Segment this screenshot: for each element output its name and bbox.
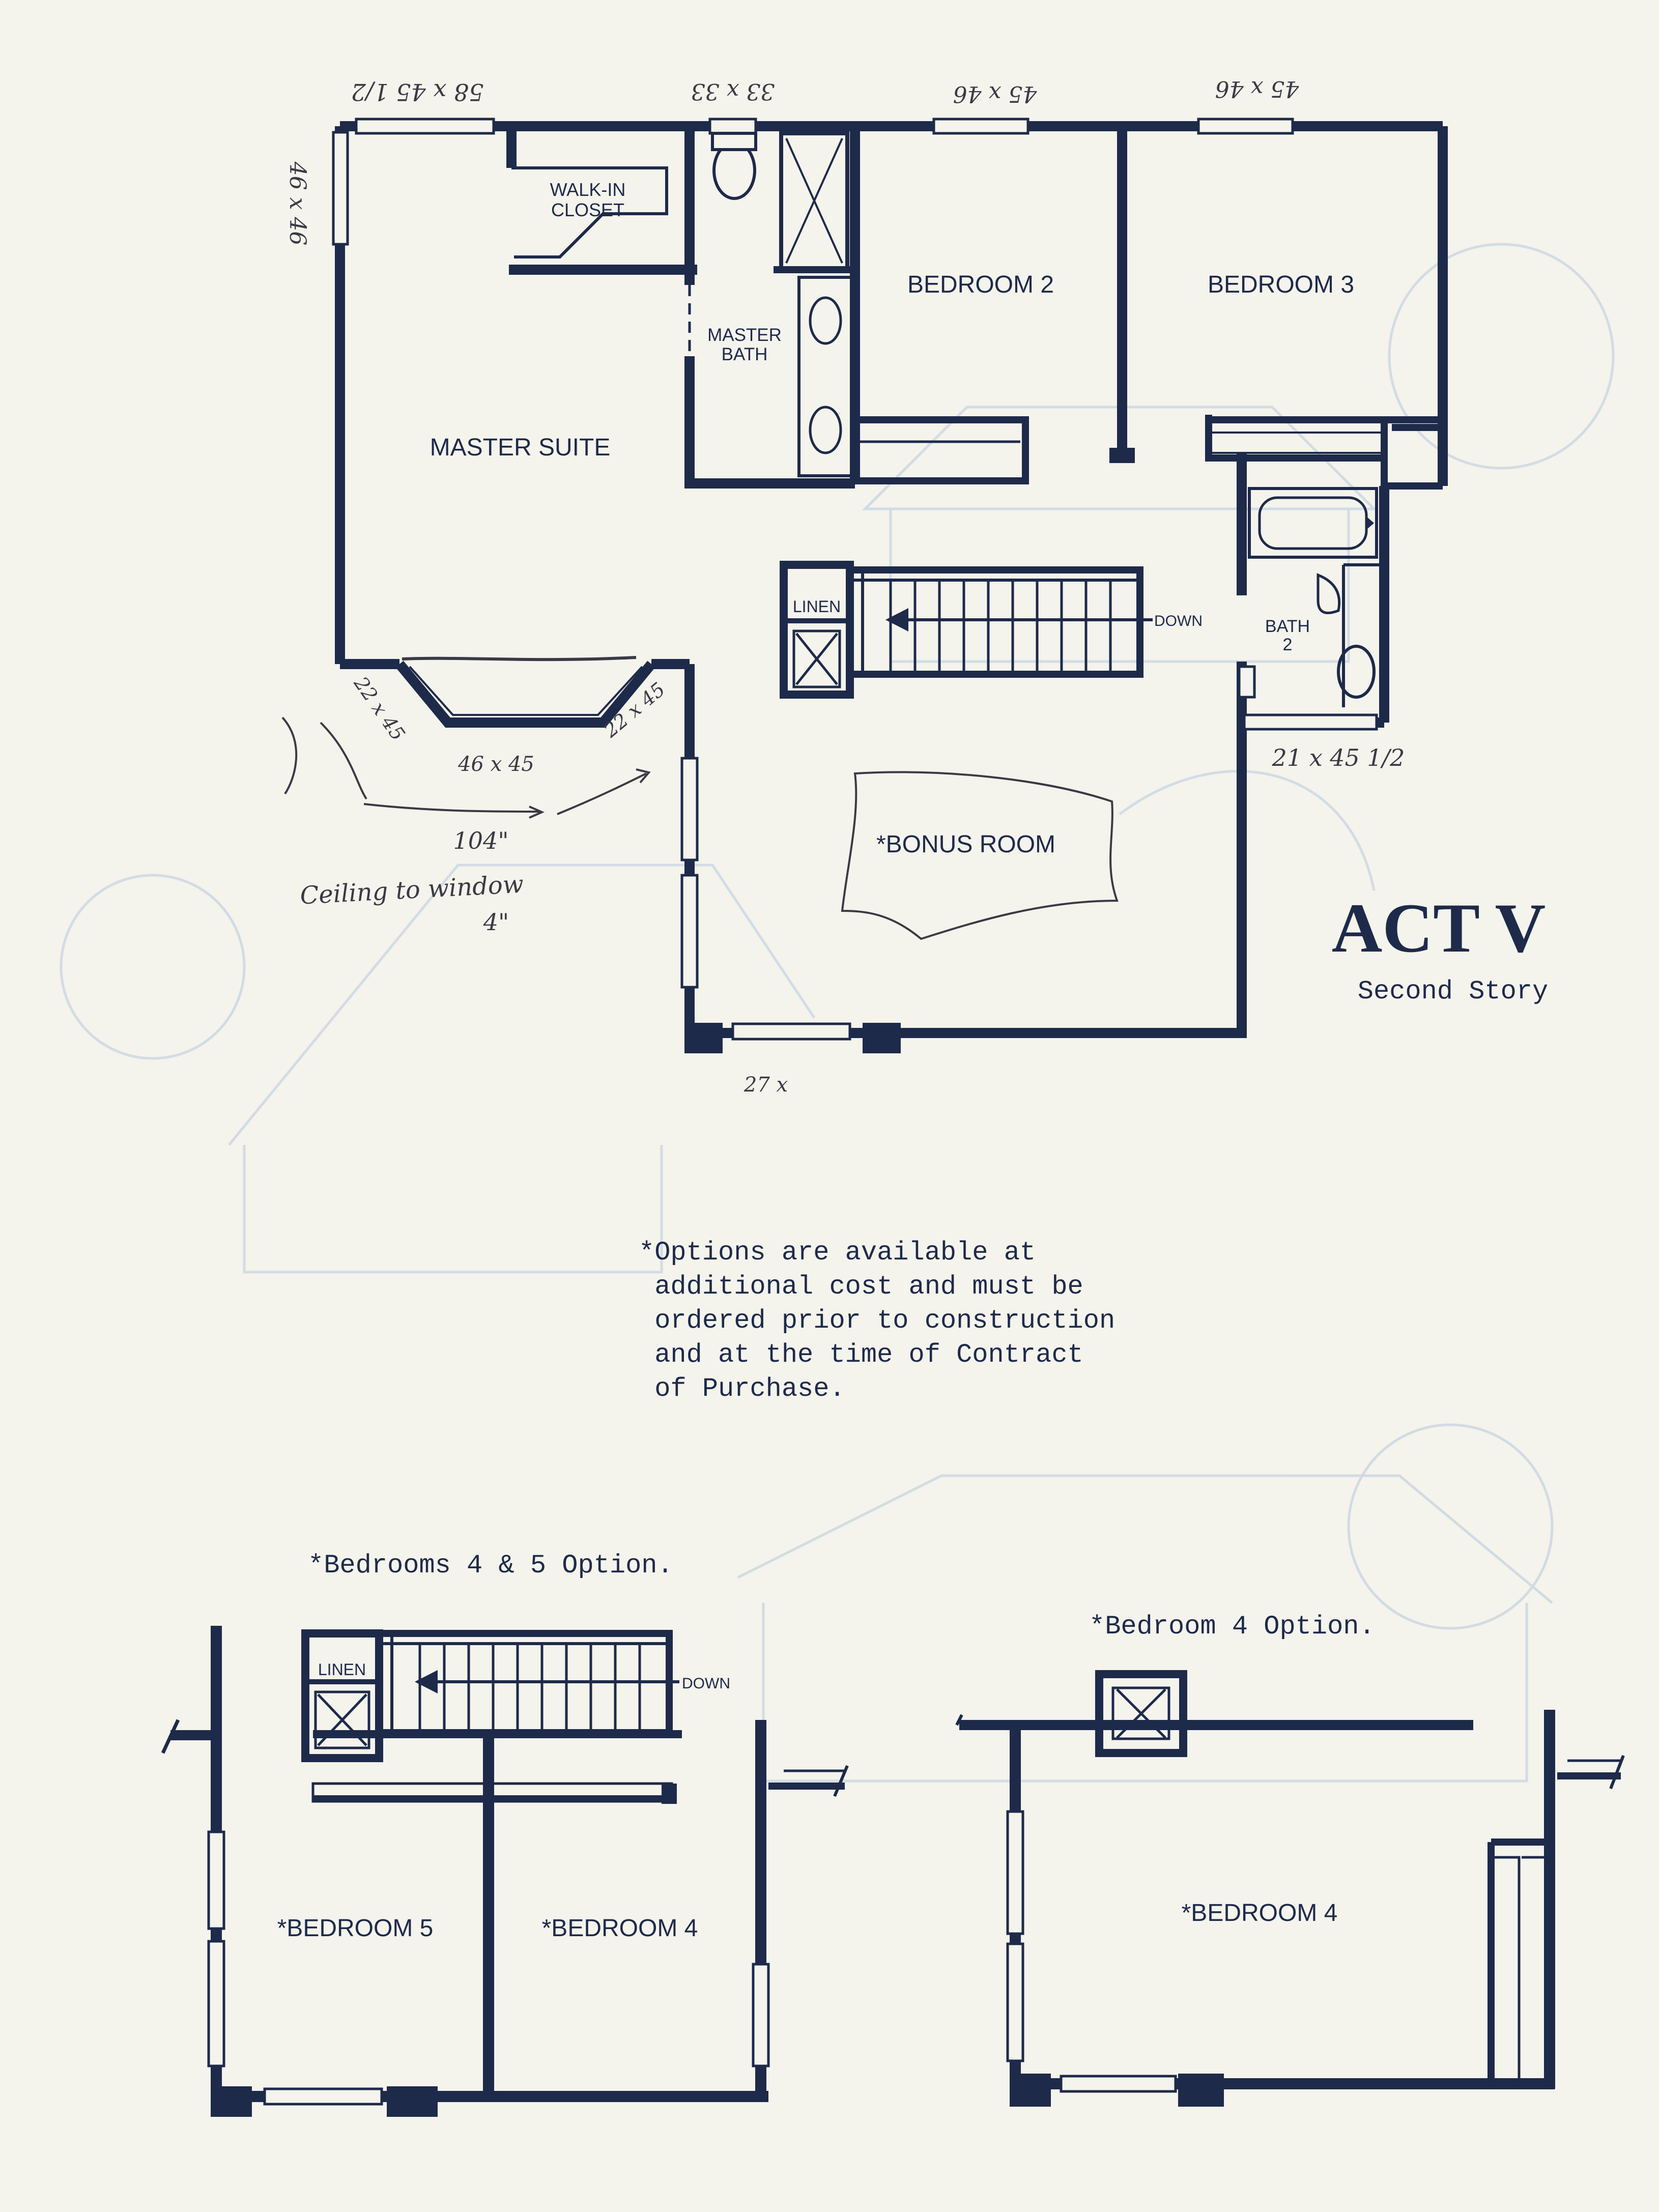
dim-master-window: 58 x 45 1/2 [351,78,484,106]
bedroom-3-label: BEDROOM 3 [1208,271,1354,298]
master-bath-label-2: BATH [722,344,768,364]
bonus-room-pencil-outline [841,771,1119,940]
option-a-plan [161,1626,849,2117]
closet-walls [506,128,697,275]
ceiling-note: Ceiling to window [299,870,524,910]
main-staircase [846,566,1153,678]
option-a-labels: LINEN DOWN *BEDROOM 5 *BEDROOM 4 [277,1660,730,1942]
options-note-line: of Purchase. [639,1374,845,1404]
dim-bedroom3-window: 45 x 46 [1215,76,1300,102]
dim-side-window: 46 x 46 [284,161,310,246]
bath2-toilet-icon [1337,645,1376,699]
dim-bedroom2-window: 45 x 46 [953,81,1038,107]
bath-2-label: BATH [1265,617,1310,636]
options-note-line: ordered prior to construction [639,1306,1115,1336]
down-label: DOWN [1154,613,1203,629]
master-vanity [797,276,854,477]
handwritten-arrows [281,716,651,819]
option-a-bedroom-4-label: *BEDROOM 4 [542,1915,698,1942]
walk-in-closet-label: WALK-IN [550,179,626,200]
bottom-mark: 27 x [743,1073,788,1097]
option-b-bedroom-4-label: *BEDROOM 4 [1182,1900,1338,1927]
bay-total-note: 104" [453,827,509,854]
option-b-plan [955,1670,1625,2107]
dim-bath-window: 33 x 33 [691,78,775,104]
dim-bay-left: 22 x 45 [349,672,409,745]
master-bath-label: MASTER [707,325,782,345]
bathtub-icon [1248,487,1378,559]
brand-title: ACT V [1332,889,1546,967]
option-a-caption: *Bedrooms 4 & 5 Option. [308,1550,673,1581]
options-note-line: and at the time of Contract [639,1340,1083,1370]
sink-icon [809,406,842,454]
options-note-line: additional cost and must be [639,1272,1083,1302]
bath2-walls [1237,453,1389,728]
bath-2-label-2: 2 [1283,635,1293,654]
bonus-room-label: *BONUS ROOM [876,831,1055,858]
brand-subtitle: Second Story [1358,976,1548,1007]
option-a-down-label: DOWN [682,1675,730,1692]
options-note: *Options are available at additional cos… [639,1238,1115,1404]
bedroom2-closet [851,416,1029,484]
linen-label: LINEN [793,597,841,616]
main-floor-plan [332,118,1448,1053]
options-note-line: *Options are available at [639,1238,1036,1268]
dim-bay-center: 46 x 45 [457,753,534,776]
option-a-linen-label: LINEN [318,1660,366,1679]
master-suite-label: MASTER SUITE [430,434,611,461]
dim-bath2-window: 21 x 45 1/2 [1272,744,1405,771]
room-labels: WALK-IN CLOSET MASTER SUITE MASTER BATH … [430,179,1354,858]
walk-in-closet-label-2: CLOSET [551,199,624,220]
bath2-vanity [1342,563,1384,707]
bedroom-2-label: BEDROOM 2 [907,271,1054,298]
option-a-bedroom-5-label: *BEDROOM 5 [277,1915,434,1942]
bedroom3-closet [1205,415,1443,490]
bay-window [395,660,655,728]
option-b-caption: *Bedroom 4 Option. [1089,1612,1375,1642]
ceiling-value: 4" [483,908,509,936]
sink-icon [809,296,842,345]
